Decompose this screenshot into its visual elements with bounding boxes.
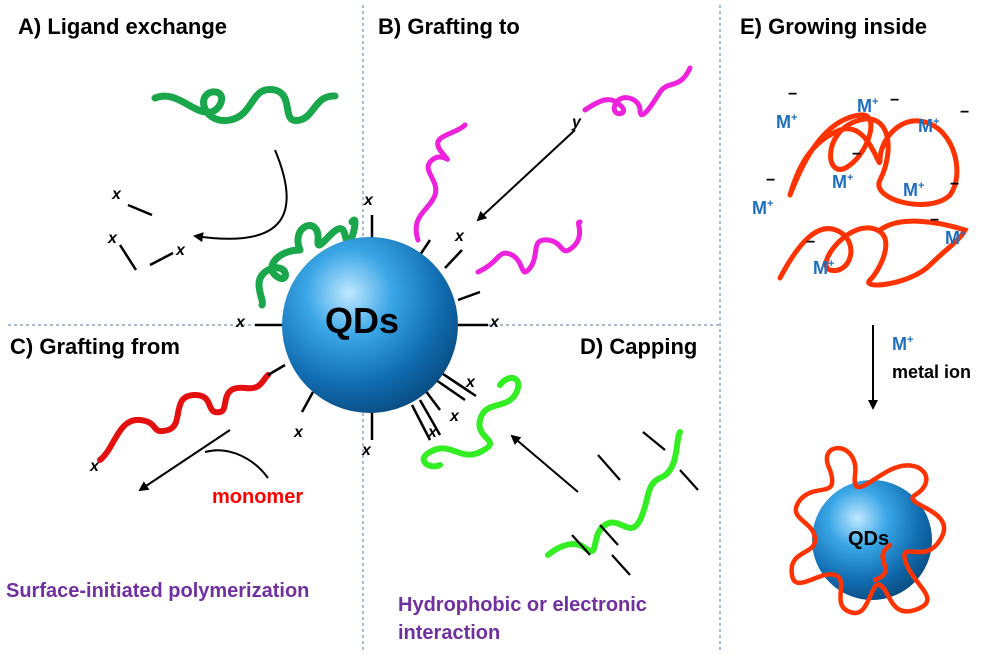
small-qd-core-label: QDs <box>848 528 890 550</box>
end-group-y: y <box>572 114 581 131</box>
surface-initiated-label: Surface-initiated polymerization <box>6 580 310 602</box>
negative-charge: − <box>788 86 798 103</box>
metal-ion: M+ <box>776 112 798 132</box>
free-ligand-chain <box>151 85 339 124</box>
metal-ion-caption-symbol: M+ <box>892 334 914 354</box>
negative-charge: − <box>930 212 940 229</box>
magenta-chain-grafted-2 <box>475 219 583 275</box>
panel-d-title: D) Capping <box>580 334 698 359</box>
hydrophobic-label-line2: interaction <box>398 622 501 644</box>
metal-ion: M+ <box>832 172 854 192</box>
metal-ion: M+ <box>752 198 774 218</box>
end-group-x: x <box>450 408 459 425</box>
panel-b-title: B) Grafting to <box>378 14 520 39</box>
monomer-arrow <box>138 429 231 492</box>
end-group-x: x <box>428 424 437 441</box>
panel-a-title: A) Ligand exchange <box>18 14 228 39</box>
released-ligand-2 <box>118 244 138 271</box>
end-group-x: x <box>455 228 464 245</box>
free-capping-chain <box>545 429 683 558</box>
magenta-chain-grafted-1 <box>413 122 468 243</box>
end-group-x: x <box>294 424 303 441</box>
monomer-label: monomer <box>212 486 304 508</box>
end-group-x: x <box>362 442 371 459</box>
capping-arrow <box>510 434 579 493</box>
end-group-x: x <box>364 192 373 209</box>
end-group-x: x <box>236 314 245 331</box>
qd-core-label: QDs <box>325 300 400 341</box>
metal-ion: M+ <box>903 180 925 200</box>
grafted-green-chain <box>255 216 359 309</box>
metal-ion: M+ <box>945 228 967 248</box>
end-group-x: x <box>90 458 99 475</box>
negative-charge: − <box>950 176 960 193</box>
capping-hydrophobic-tails <box>571 431 699 576</box>
end-group-x: x <box>466 374 475 391</box>
grafting-from-chain <box>97 372 271 463</box>
polymer-coil-lower <box>777 218 969 288</box>
capping-spokes <box>410 370 477 441</box>
end-group-x: x <box>176 242 185 259</box>
magenta-chain-incoming <box>582 65 693 118</box>
released-ligand-3 <box>149 251 174 267</box>
exchange-arrow <box>193 149 288 243</box>
capped-green-chain <box>420 375 522 470</box>
released-ligand-1 <box>127 203 153 217</box>
end-group-x: x <box>112 186 121 203</box>
end-group-x: x <box>490 314 499 331</box>
end-group-x: x <box>108 230 117 247</box>
metal-ion: M+ <box>857 96 879 116</box>
metal-ion: M+ <box>813 258 835 278</box>
negative-charge: − <box>806 234 816 251</box>
negative-charge: − <box>766 172 776 189</box>
small-qd-core <box>812 480 932 600</box>
polymer-wrapped-small-qd <box>789 445 947 616</box>
hydrophobic-label-line1: Hydrophobic or electronic <box>398 594 647 616</box>
grafting-to-arrow <box>476 129 576 222</box>
panel-e-title: E) Growing inside <box>740 14 928 39</box>
negative-charge: − <box>852 146 862 163</box>
negative-charge: − <box>890 92 900 109</box>
panel-c-title: C) Grafting from <box>10 334 180 359</box>
monomer-arc <box>204 449 269 479</box>
polymer-coil-upper <box>787 112 960 207</box>
negative-charge: − <box>960 104 970 121</box>
metal-ion-caption: metal ion <box>892 362 972 382</box>
metal-ion: M+ <box>918 116 940 136</box>
grafting-from-spoke <box>267 363 286 377</box>
qd-core <box>282 237 458 413</box>
